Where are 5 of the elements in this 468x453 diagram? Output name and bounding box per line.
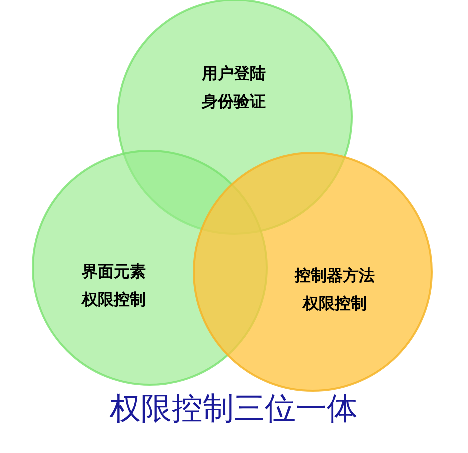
circle-label: 控制器方法权限控制 — [294, 265, 376, 315]
venn-circle — [193, 152, 433, 392]
caption: 权限控制三位一体 — [109, 390, 359, 429]
circle-label: 用户登陆身份验证 — [200, 63, 267, 113]
circle-label: 界面元素权限控制 — [80, 261, 147, 311]
